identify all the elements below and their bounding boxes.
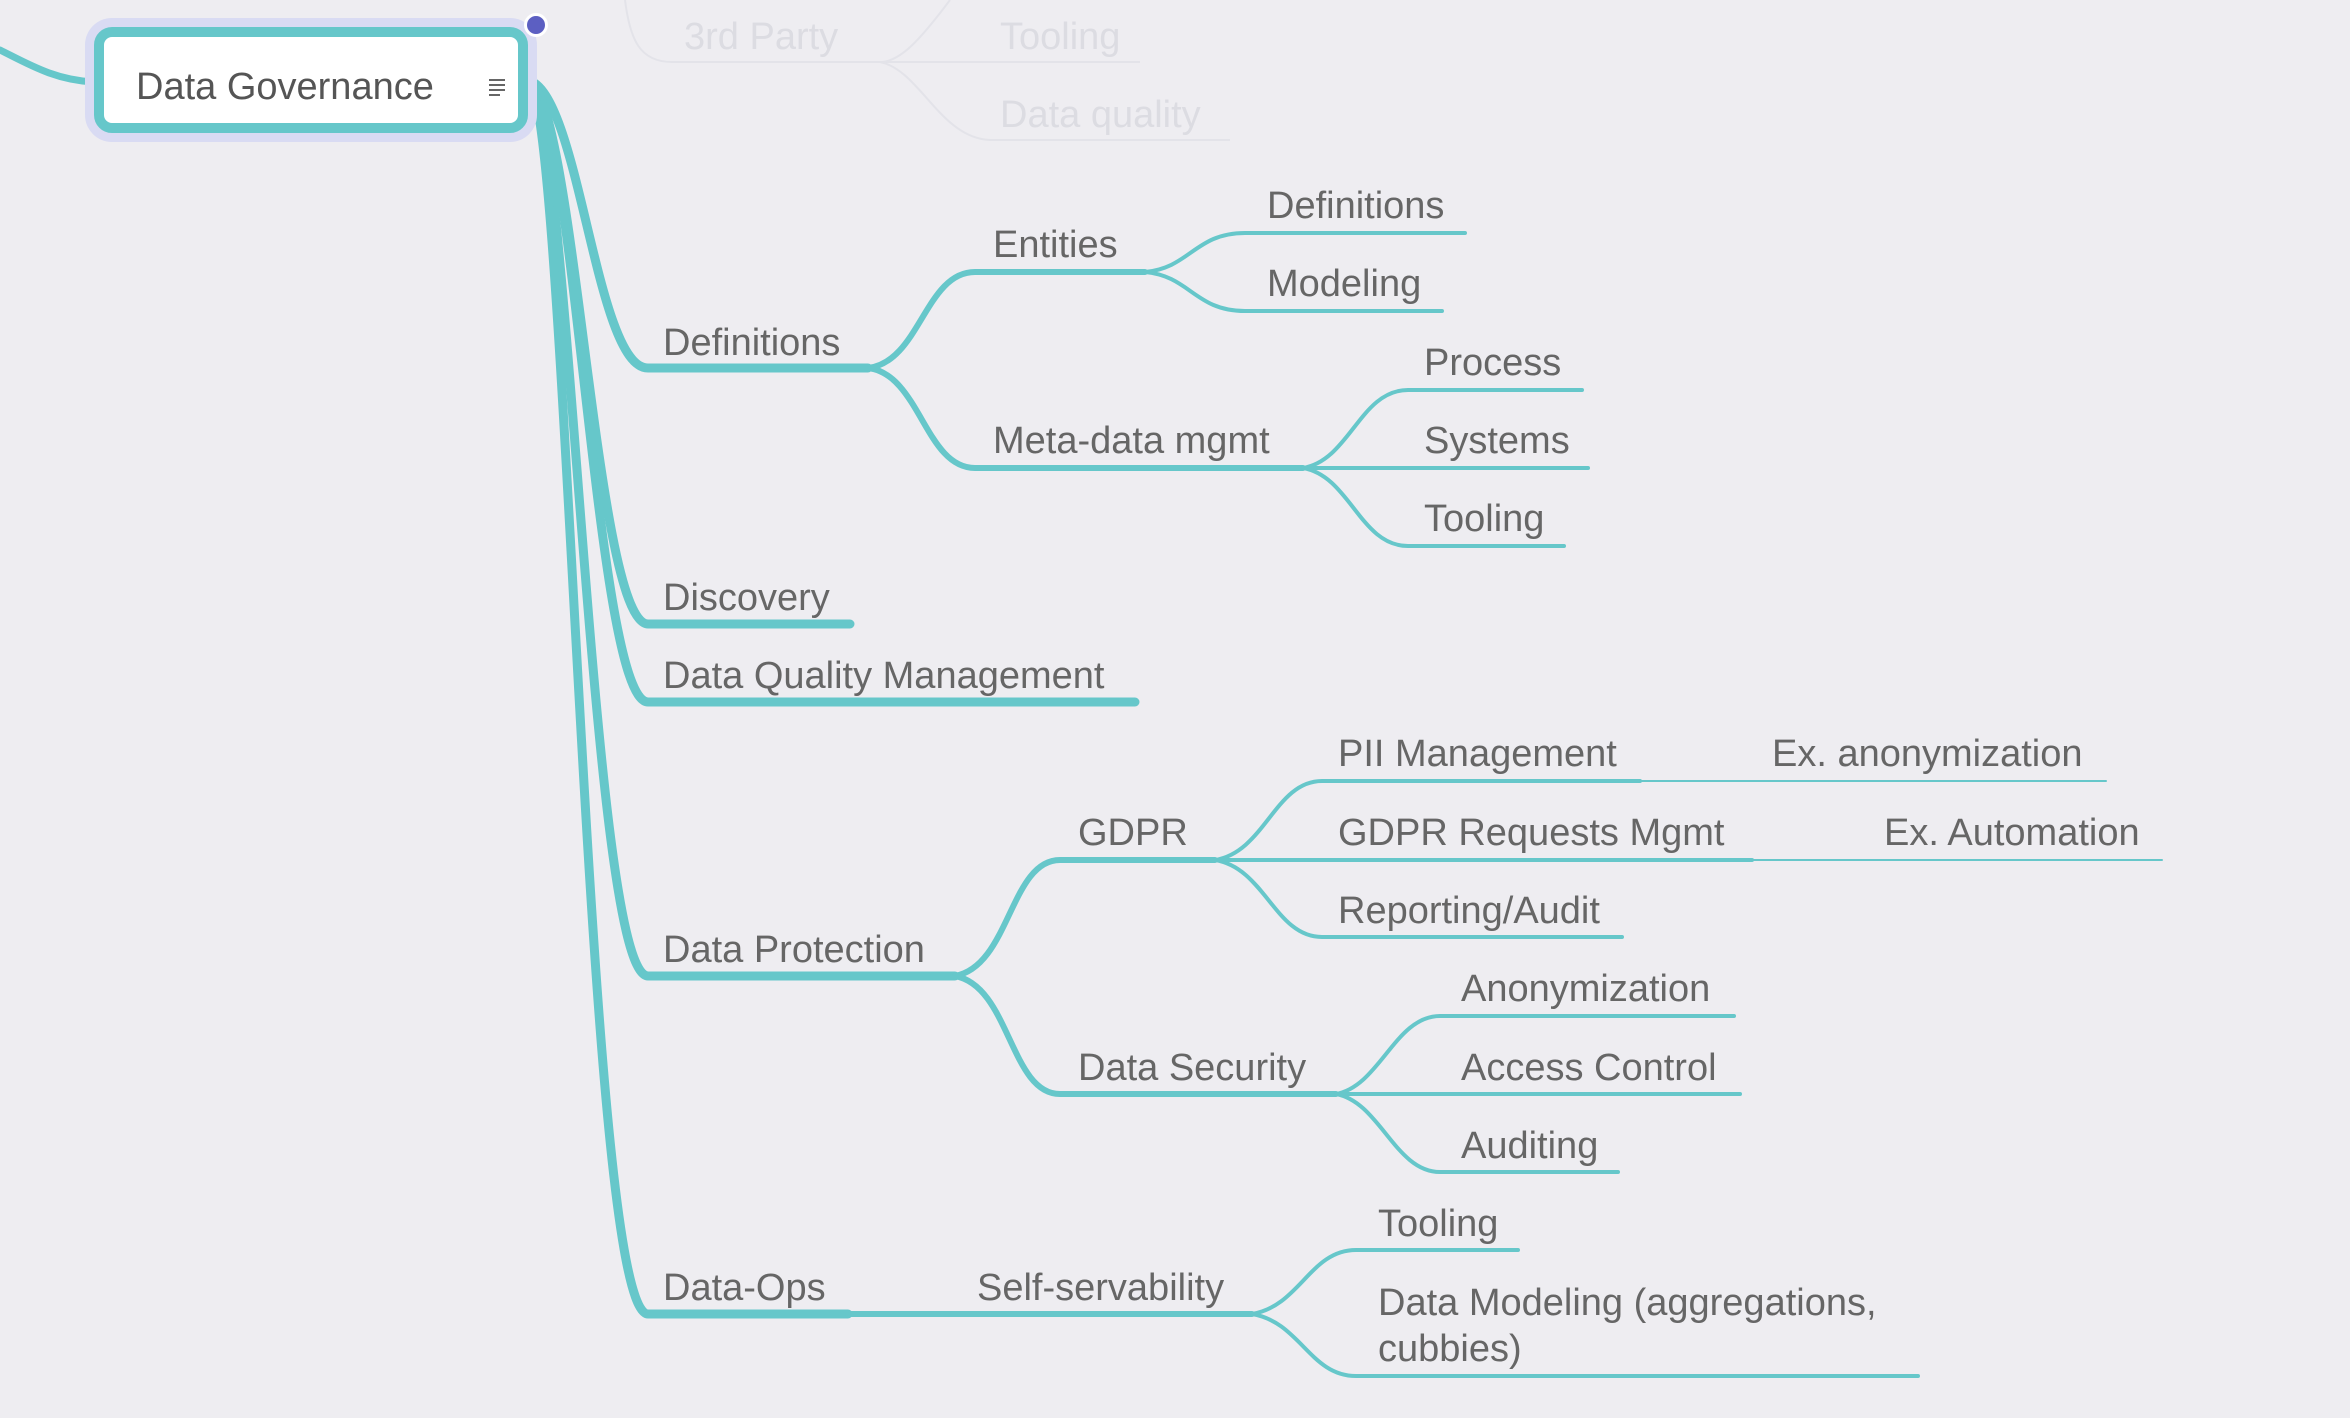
topic-ex-automation[interactable]: Ex. Automation bbox=[1884, 812, 2140, 854]
branch-data-protection bbox=[523, 75, 960, 981]
branch-ss-tooling bbox=[1250, 1248, 1520, 1316]
connection-handle[interactable] bbox=[524, 13, 548, 37]
topic-meta-data-mgmt[interactable]: Meta-data mgmt bbox=[993, 420, 1270, 462]
branch-data-ops bbox=[523, 75, 853, 1319]
topic-anonymization[interactable]: Anonymization bbox=[1461, 968, 1711, 1010]
branch-entities bbox=[865, 269, 1148, 371]
topic-pii-management[interactable]: PII Management bbox=[1338, 733, 1617, 775]
topic-entities-modeling[interactable]: Modeling bbox=[1267, 263, 1422, 305]
topic-process[interactable]: Process bbox=[1424, 342, 1562, 384]
root-topic[interactable]: Data Governance bbox=[94, 27, 528, 133]
topic-definitions[interactable]: Definitions bbox=[663, 322, 841, 364]
branch-incoming bbox=[0, 46, 98, 86]
topic-data-ops[interactable]: Data-Ops bbox=[663, 1267, 826, 1309]
topic-systems[interactable]: Systems bbox=[1424, 420, 1570, 462]
topic-data-protection[interactable]: Data Protection bbox=[663, 929, 925, 971]
topic-data-modeling-aggregations[interactable]: Data Modeling (aggregations, cubbies) bbox=[1378, 1282, 1877, 1370]
topic-reporting-audit[interactable]: Reporting/Audit bbox=[1338, 890, 1600, 932]
faded-label-3rd-party: 3rd Party bbox=[684, 16, 839, 58]
topic-discovery[interactable]: Discovery bbox=[663, 577, 830, 619]
topic-gdpr[interactable]: GDPR bbox=[1078, 812, 1188, 854]
branch-metadata bbox=[865, 365, 1306, 471]
root-topic-label: Data Governance bbox=[136, 66, 434, 108]
branch-lines bbox=[0, 46, 2163, 1378]
branch-entities-modeling bbox=[1143, 270, 1444, 313]
topic-access-control[interactable]: Access Control bbox=[1461, 1047, 1717, 1089]
topic-ss-tooling[interactable]: Tooling bbox=[1378, 1203, 1499, 1245]
branch-ss-modeling bbox=[1250, 1312, 1920, 1378]
branch-data-security bbox=[952, 973, 1339, 1097]
branch-definitions bbox=[523, 75, 873, 373]
topic-auditing[interactable]: Auditing bbox=[1461, 1125, 1599, 1167]
topic-data-quality-management[interactable]: Data Quality Management bbox=[663, 655, 1105, 697]
topic-ex-anonymization[interactable]: Ex. anonymization bbox=[1772, 733, 2083, 775]
faded-branch bbox=[879, 61, 1230, 141]
branch-security-auditing bbox=[1334, 1092, 1620, 1174]
topic-self-servability[interactable]: Self-servability bbox=[977, 1267, 1225, 1309]
faded-branches bbox=[624, 0, 1230, 141]
branch-gdpr bbox=[952, 857, 1218, 979]
topic-data-security[interactable]: Data Security bbox=[1078, 1047, 1307, 1089]
branch-security-anonymization bbox=[1334, 1014, 1736, 1096]
faded-label-tooling: Tooling bbox=[1000, 16, 1121, 58]
branch-entities-definitions bbox=[1143, 231, 1467, 274]
topic-gdpr-requests-mgmt[interactable]: GDPR Requests Mgmt bbox=[1338, 812, 1725, 854]
branch-metadata-process bbox=[1301, 388, 1584, 470]
note-icon[interactable] bbox=[489, 79, 505, 97]
faded-label-data-quality: Data quality bbox=[1000, 94, 1201, 136]
branch-metadata-tooling bbox=[1301, 466, 1566, 548]
topic-entities-definitions[interactable]: Definitions bbox=[1267, 185, 1445, 227]
branch-dqm bbox=[523, 75, 1140, 707]
branch-gdpr-reporting bbox=[1213, 858, 1624, 939]
faded-branch bbox=[624, 0, 860, 63]
faded-branch bbox=[879, 0, 951, 63]
branch-gdpr-pii bbox=[1213, 779, 1642, 862]
topic-metadata-tooling[interactable]: Tooling bbox=[1424, 498, 1545, 540]
topic-entities[interactable]: Entities bbox=[993, 224, 1118, 266]
